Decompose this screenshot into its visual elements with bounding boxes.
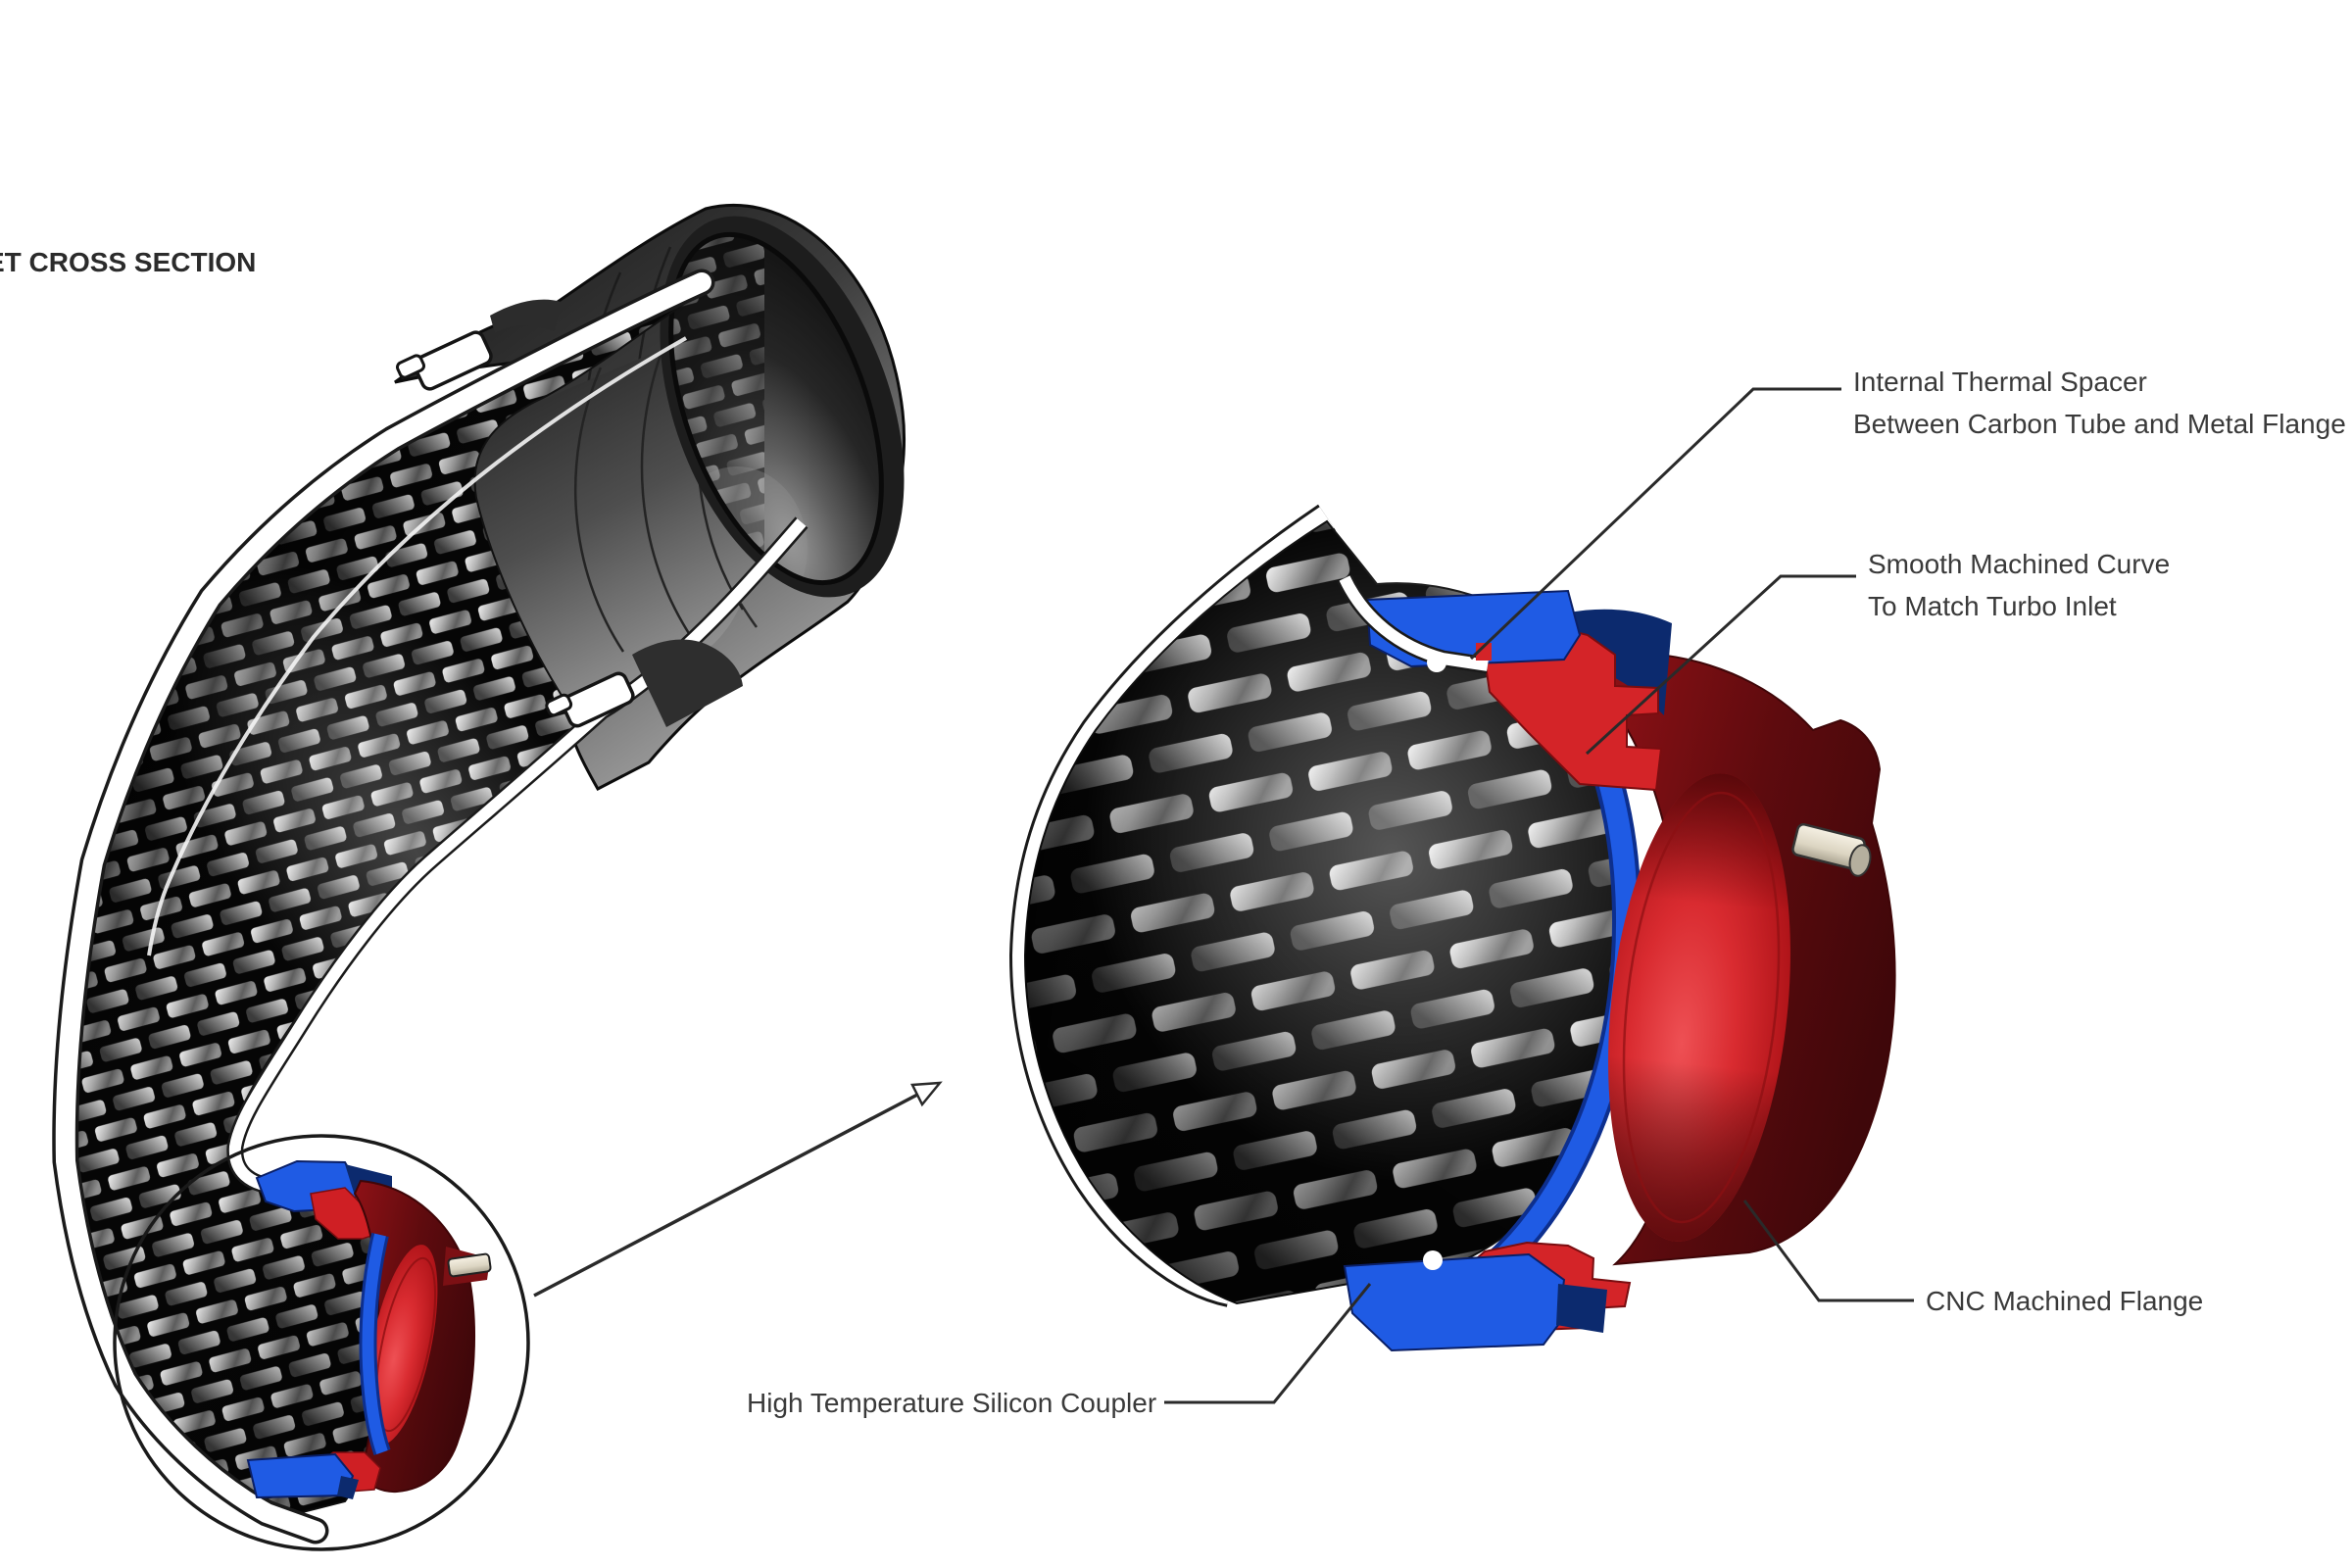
svg-text:To Match Turbo Inlet: To Match Turbo Inlet xyxy=(1868,591,2117,621)
svg-text:High Temperature Silicon Coupl: High Temperature Silicon Coupler xyxy=(747,1388,1156,1418)
svg-text:Internal Thermal Spacer: Internal Thermal Spacer xyxy=(1853,367,2147,397)
svg-text:Between Carbon Tube and Metal: Between Carbon Tube and Metal Flange xyxy=(1853,409,2346,439)
svg-text:ET CROSS SECTION: ET CROSS SECTION xyxy=(0,247,256,277)
svg-text:CNC Machined Flange: CNC Machined Flange xyxy=(1926,1286,2203,1316)
svg-text:Smooth Machined Curve: Smooth Machined Curve xyxy=(1868,549,2170,579)
